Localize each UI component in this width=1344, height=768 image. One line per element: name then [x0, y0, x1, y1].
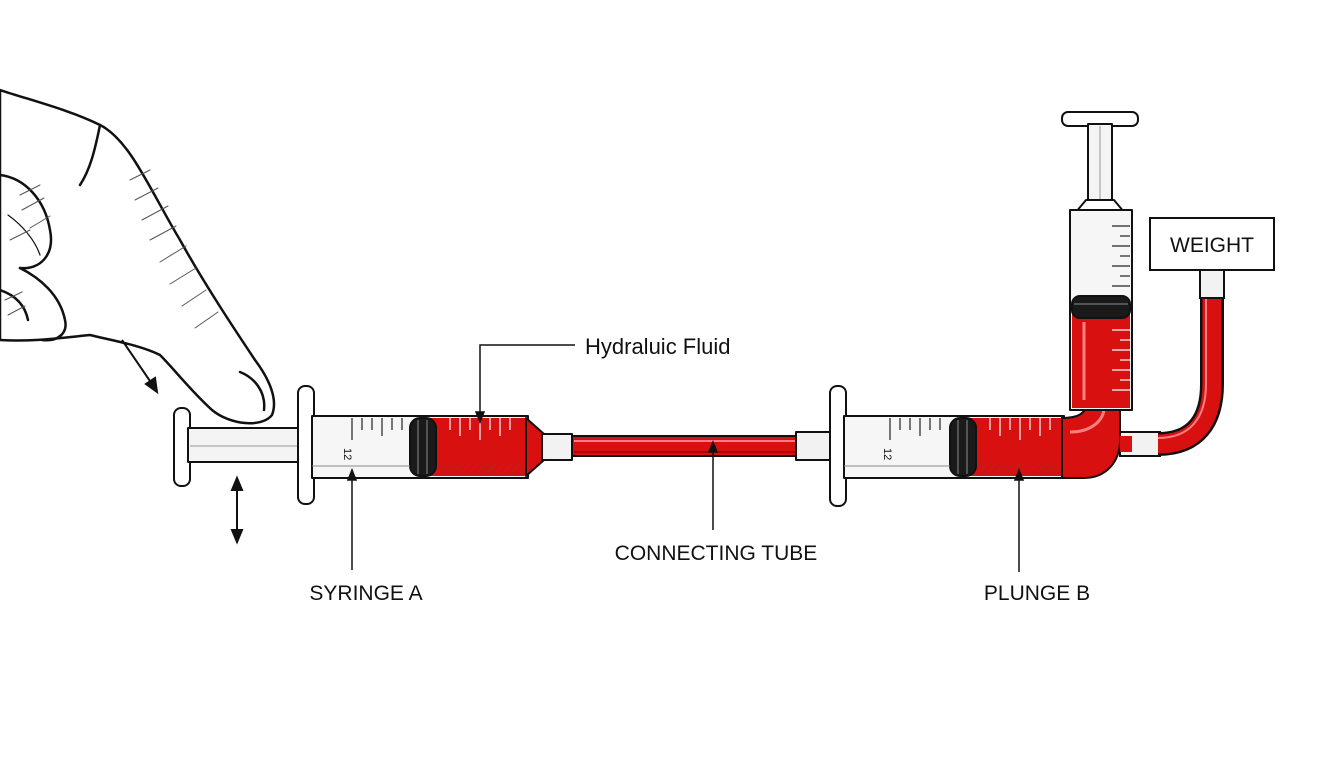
- connecting-tube: [571, 435, 799, 457]
- syringe-a-label: SYRINGE A: [309, 582, 422, 605]
- vertical-syringe-fluid: [1072, 308, 1130, 408]
- connecting-tube-label: CONNECTING TUBE: [615, 542, 818, 565]
- syringe-b: 12: [795, 385, 1065, 507]
- syringe-b-plunger-seal: [949, 417, 977, 477]
- syringe-a-barrel-mark: 12: [341, 448, 353, 460]
- weight-tube-connector: [1199, 269, 1225, 299]
- syringe-b-barrel-mark: 12: [881, 448, 893, 460]
- syringe-b-connector: [795, 431, 831, 461]
- connecting-tube-callout: [707, 439, 719, 530]
- plunge-b-label: PLUNGE B: [984, 582, 1090, 605]
- syringe-a-plunger-seal: [409, 417, 437, 477]
- vertical-syringe: [1061, 111, 1139, 411]
- vertical-syringe-graduations: [1112, 225, 1130, 391]
- weight-label: WEIGHT: [1170, 234, 1254, 257]
- syringe-a-callout: [346, 467, 358, 570]
- pointing-hand-icon: [0, 88, 276, 425]
- syringe-b-graduations: [889, 418, 1051, 440]
- hydraulic-fluid-callout: [474, 344, 575, 425]
- weight-box: WEIGHT: [1149, 217, 1275, 271]
- syringe-a-connector: [541, 433, 573, 461]
- plunge-b-callout: [1013, 467, 1025, 572]
- elbow-fitting: [1061, 403, 1161, 479]
- syringe-a: 12: [173, 385, 573, 505]
- syringe-a-graduations: [351, 418, 511, 440]
- weight-tube: [1157, 269, 1225, 456]
- vertical-syringe-seal: [1071, 295, 1131, 319]
- hydraulic-fluid-label: Hydraluic Fluid: [585, 334, 731, 359]
- diagonal-arrow-icon: [121, 339, 159, 395]
- syringe-a-plunger-rod: [187, 427, 305, 463]
- double-vertical-arrow-icon: [230, 475, 244, 545]
